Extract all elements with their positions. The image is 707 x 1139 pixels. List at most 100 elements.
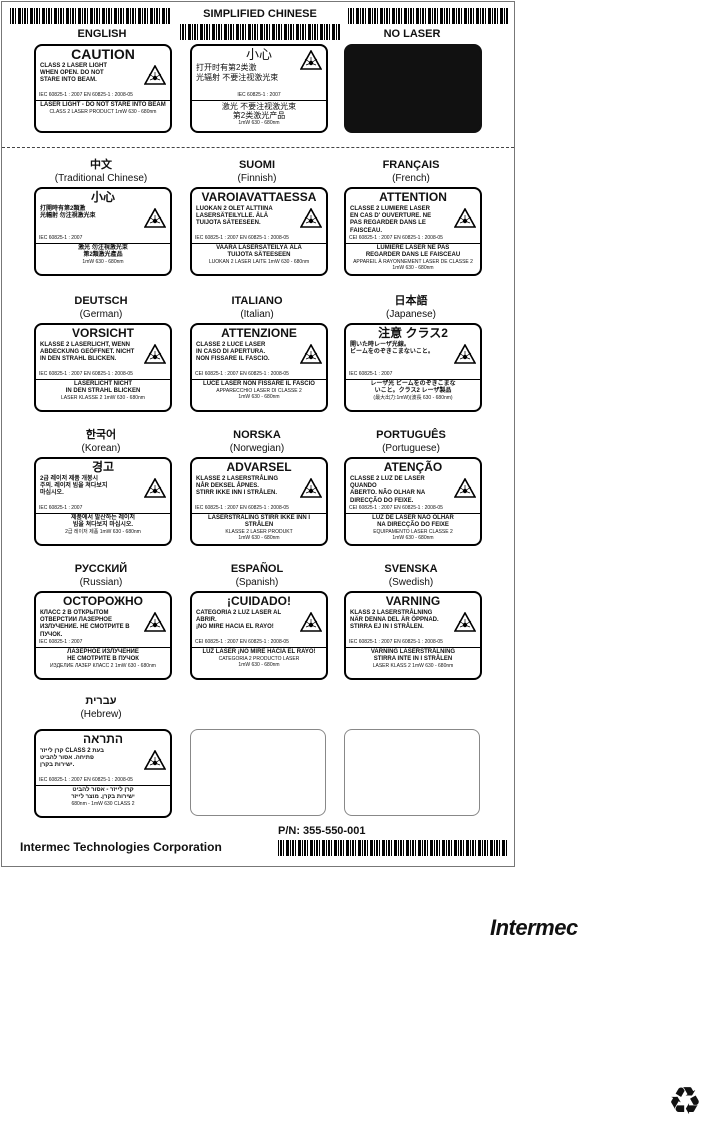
no-laser-label (344, 44, 482, 133)
caution-label-english: CAUTION CLASS 2 LASER LIGHT WHEN OPEN. D… (34, 44, 172, 133)
language-english-name: (Japanese) (385, 309, 437, 320)
label-title: ОСТОРОЖНО (63, 594, 143, 608)
barcode-top-left (10, 8, 170, 24)
label-title: ¡CUIDADO! (227, 594, 291, 608)
label-body: CLASS 2 LASER LIGHT WHEN OPEN. DO NOT ST… (40, 63, 108, 84)
label-title: VARNING (385, 594, 441, 608)
label-title: ATENÇÃO (383, 460, 443, 474)
recycle-icon: ♻ (668, 1081, 703, 1123)
language-heading: ESPAÑOL(Spanish) (187, 563, 327, 589)
label-iec: CEI 60825-1 : 2007 EN 60825-1 : 2008-05 (195, 639, 289, 645)
label-bottom-line2: 680nm - 1mW 630 CLASS 2 (71, 801, 135, 807)
laser-warning-icon (454, 208, 476, 228)
barcode-bottom (278, 840, 508, 856)
label-bottom-line1: ЛАЗЕРНОЕ ИЗЛУЧЕНИЕ НЕ СМОТРИТЕ В ПУЧОК (67, 649, 139, 662)
label-bottom-line2: LASER KLASSE 2 1mW 630 - 680nm (61, 395, 145, 401)
label-body: КЛАСС 2 В ОТКРЫТОМ ОТВЕРСТИИ ЛАЗЕРНОЕ ИЗ… (40, 610, 130, 638)
label-bottom-line2: ИЗДЕЛИЕ ЛАЗЕР КЛАСС 2 1mW 630 - 680nm (50, 663, 156, 669)
label-body: CLASSE 2 LUCE LASER IN CASO DI APERTURA.… (196, 342, 270, 363)
language-heading: עברית (Hebrew) (31, 695, 171, 721)
label-bottom-line1: LASER LIGHT - DO NOT STARE INTO BEAM (40, 102, 166, 108)
label-bottom-line1: LASERLICHT NICHT IN DEN STRAHL BLICKEN (65, 381, 141, 394)
label-bottom-line1: LASERSTRÅLING STIRR IKKE INN I STRÅLEN (207, 515, 310, 528)
laser-warning-icon (144, 612, 166, 632)
language-english-name: (French) (392, 173, 430, 184)
language-name: 中文 (90, 159, 112, 171)
language-name: РУССКИЙ (74, 563, 128, 575)
label-bottom-line1: VARNING LASERSTRÅLNING STIRRA INTE IN I … (370, 649, 456, 662)
label-title: ATTENZIONE (221, 326, 297, 340)
label-bottom-line2: (最大出力:1mW)(波長 630 - 680nm) (373, 395, 453, 401)
label-iec: IEC 60825-1 : 2007 EN 60825-1 : 2008-05 (39, 92, 133, 98)
laser-warning-icon (144, 65, 166, 85)
label-bottom-line2: CLASS 2 LASER PRODUCT 1mW 630 - 680nm (49, 109, 157, 115)
language-english-name: (Hebrew) (80, 709, 122, 720)
label-bottom-line2: LASER KLASS 2 1mW 630 - 680nm (372, 663, 454, 669)
label-iec: IEC 60825-1 : 2007 EN 60825-1 : 2008-05 (39, 777, 133, 783)
label-title: 小心 (245, 47, 272, 62)
intermec-logo: Intermec (490, 915, 578, 940)
barcode-top-center (180, 24, 340, 40)
language-heading: DEUTSCH(German) (31, 295, 171, 321)
label-iec: CEI 60825-1 : 2007 EN 60825-1 : 2008-05 (349, 235, 443, 241)
label-bottom-line1: LUZ DE LASER NÃO OLHAR NA DIRECÇÃO DO FE… (372, 515, 454, 528)
language-heading: РУССКИЙ (Russian) (31, 563, 171, 589)
laser-warning-icon (144, 344, 166, 364)
label-iec: CEI 60825-1 : 2007 EN 60825-1 : 2008-05 (195, 371, 289, 377)
label-body: CLASSE 2 LUMIERE LASER EN CAS D' OUVERTU… (350, 206, 432, 234)
label-body: KLASSE 2 LASERSTRÅLING NÅR DEKSEL ÅPNES.… (196, 476, 279, 497)
label-iec: IEC 60825-1 : 2007 (349, 371, 393, 377)
language-name: עברית (85, 695, 117, 707)
company-name: Intermec Technologies Corporation (20, 840, 222, 854)
label-bottom-line2: EQUIPAMENTO LASER CLASSE 2 1mW 630 - 680… (373, 529, 453, 541)
language-name: ITALIANO (231, 295, 283, 307)
header-english: ENGLISH (77, 28, 127, 40)
label-iec: IEC 60825-1 : 2007 (39, 505, 83, 511)
language-heading: 한국어(Korean) (31, 429, 171, 455)
language-name: NORSKA (233, 429, 281, 441)
language-name: PORTUGUÊS (376, 429, 446, 441)
label-body: 打開時有第2類激 光輻射 勿注視激光束 (40, 206, 96, 220)
label-iec: IEC 60825-1 : 2007 EN 60825-1 : 2008-05 (195, 235, 289, 241)
language-english-name: (Swedish) (388, 577, 434, 588)
language-heading: SVENSKA(Swedish) (341, 563, 481, 589)
language-heading: 中文(Traditional Chinese) (31, 159, 171, 185)
label-iec: IEC 60825-1 : 2007 (39, 639, 83, 645)
language-name: ESPAÑOL (230, 563, 284, 575)
label-body: 開いた時レーザ光線。 ビームをのぞきこまないこと。 (350, 342, 434, 356)
language-english-name: (Finnish) (237, 173, 277, 184)
label-bottom-line2: LUOKAN 2 LASER LAITE 1mW 630 - 680nm (208, 259, 310, 265)
language-heading: NORSKA(Norwegian) (187, 429, 327, 455)
header-simplified-chinese: SIMPLIFIED CHINESE (203, 8, 317, 20)
laser-warning-icon (300, 344, 322, 364)
blank-label (344, 729, 480, 816)
laser-warning-icon (144, 750, 166, 770)
label-title: ATTENTION (379, 190, 447, 204)
label-iec: IEC 60825-1 : 2007 EN 60825-1 : 2008-05 (349, 639, 443, 645)
blank-label (190, 729, 326, 816)
header-no-laser: NO LASER (383, 28, 441, 40)
label-bottom-line1: 激光 不要注视激光束 第2类激光产品 (221, 102, 297, 120)
label-iec: IEC 60825-1 : 2007 (39, 235, 83, 241)
laser-warning-icon (300, 50, 322, 70)
language-english-name: (Russian) (79, 577, 123, 588)
label-title: 小心 (90, 190, 115, 204)
label-bottom-line1: レーザ光 ビームをのぞきこまな いこと。クラス2 レーザ製品 (370, 381, 456, 394)
language-heading: ITALIANO(Italian) (187, 295, 327, 321)
part-number: P/N: 355-550-001 (278, 825, 366, 837)
caution-label-simplified-chinese: 小心 打开时有第2类激 光辐射 不要注视激光束 IEC 60825-1 : 20… (190, 44, 328, 133)
label-bottom-line2: APPAREIL À RAYONNEMENT LASER DE CLASSE 2… (353, 259, 473, 271)
laser-warning-icon (144, 208, 166, 228)
laser-warning-icon (300, 612, 322, 632)
label-title: 注意 クラス2 (378, 326, 448, 340)
caution-label: ОСТОРОЖНО КЛАСС 2 В ОТКРЫТОМ ОТВЕРСТИИ ЛА… (34, 591, 172, 680)
label-body: LUOKAN 2 OLET ALTTIINA LASERSÄTEILYLLE. … (196, 206, 273, 227)
language-english-name: (German) (79, 309, 123, 320)
cut-line (2, 147, 514, 148)
language-name: SUOMI (238, 159, 276, 171)
label-body: 打开时有第2类激 光辐射 不要注视激光束 (196, 63, 279, 82)
